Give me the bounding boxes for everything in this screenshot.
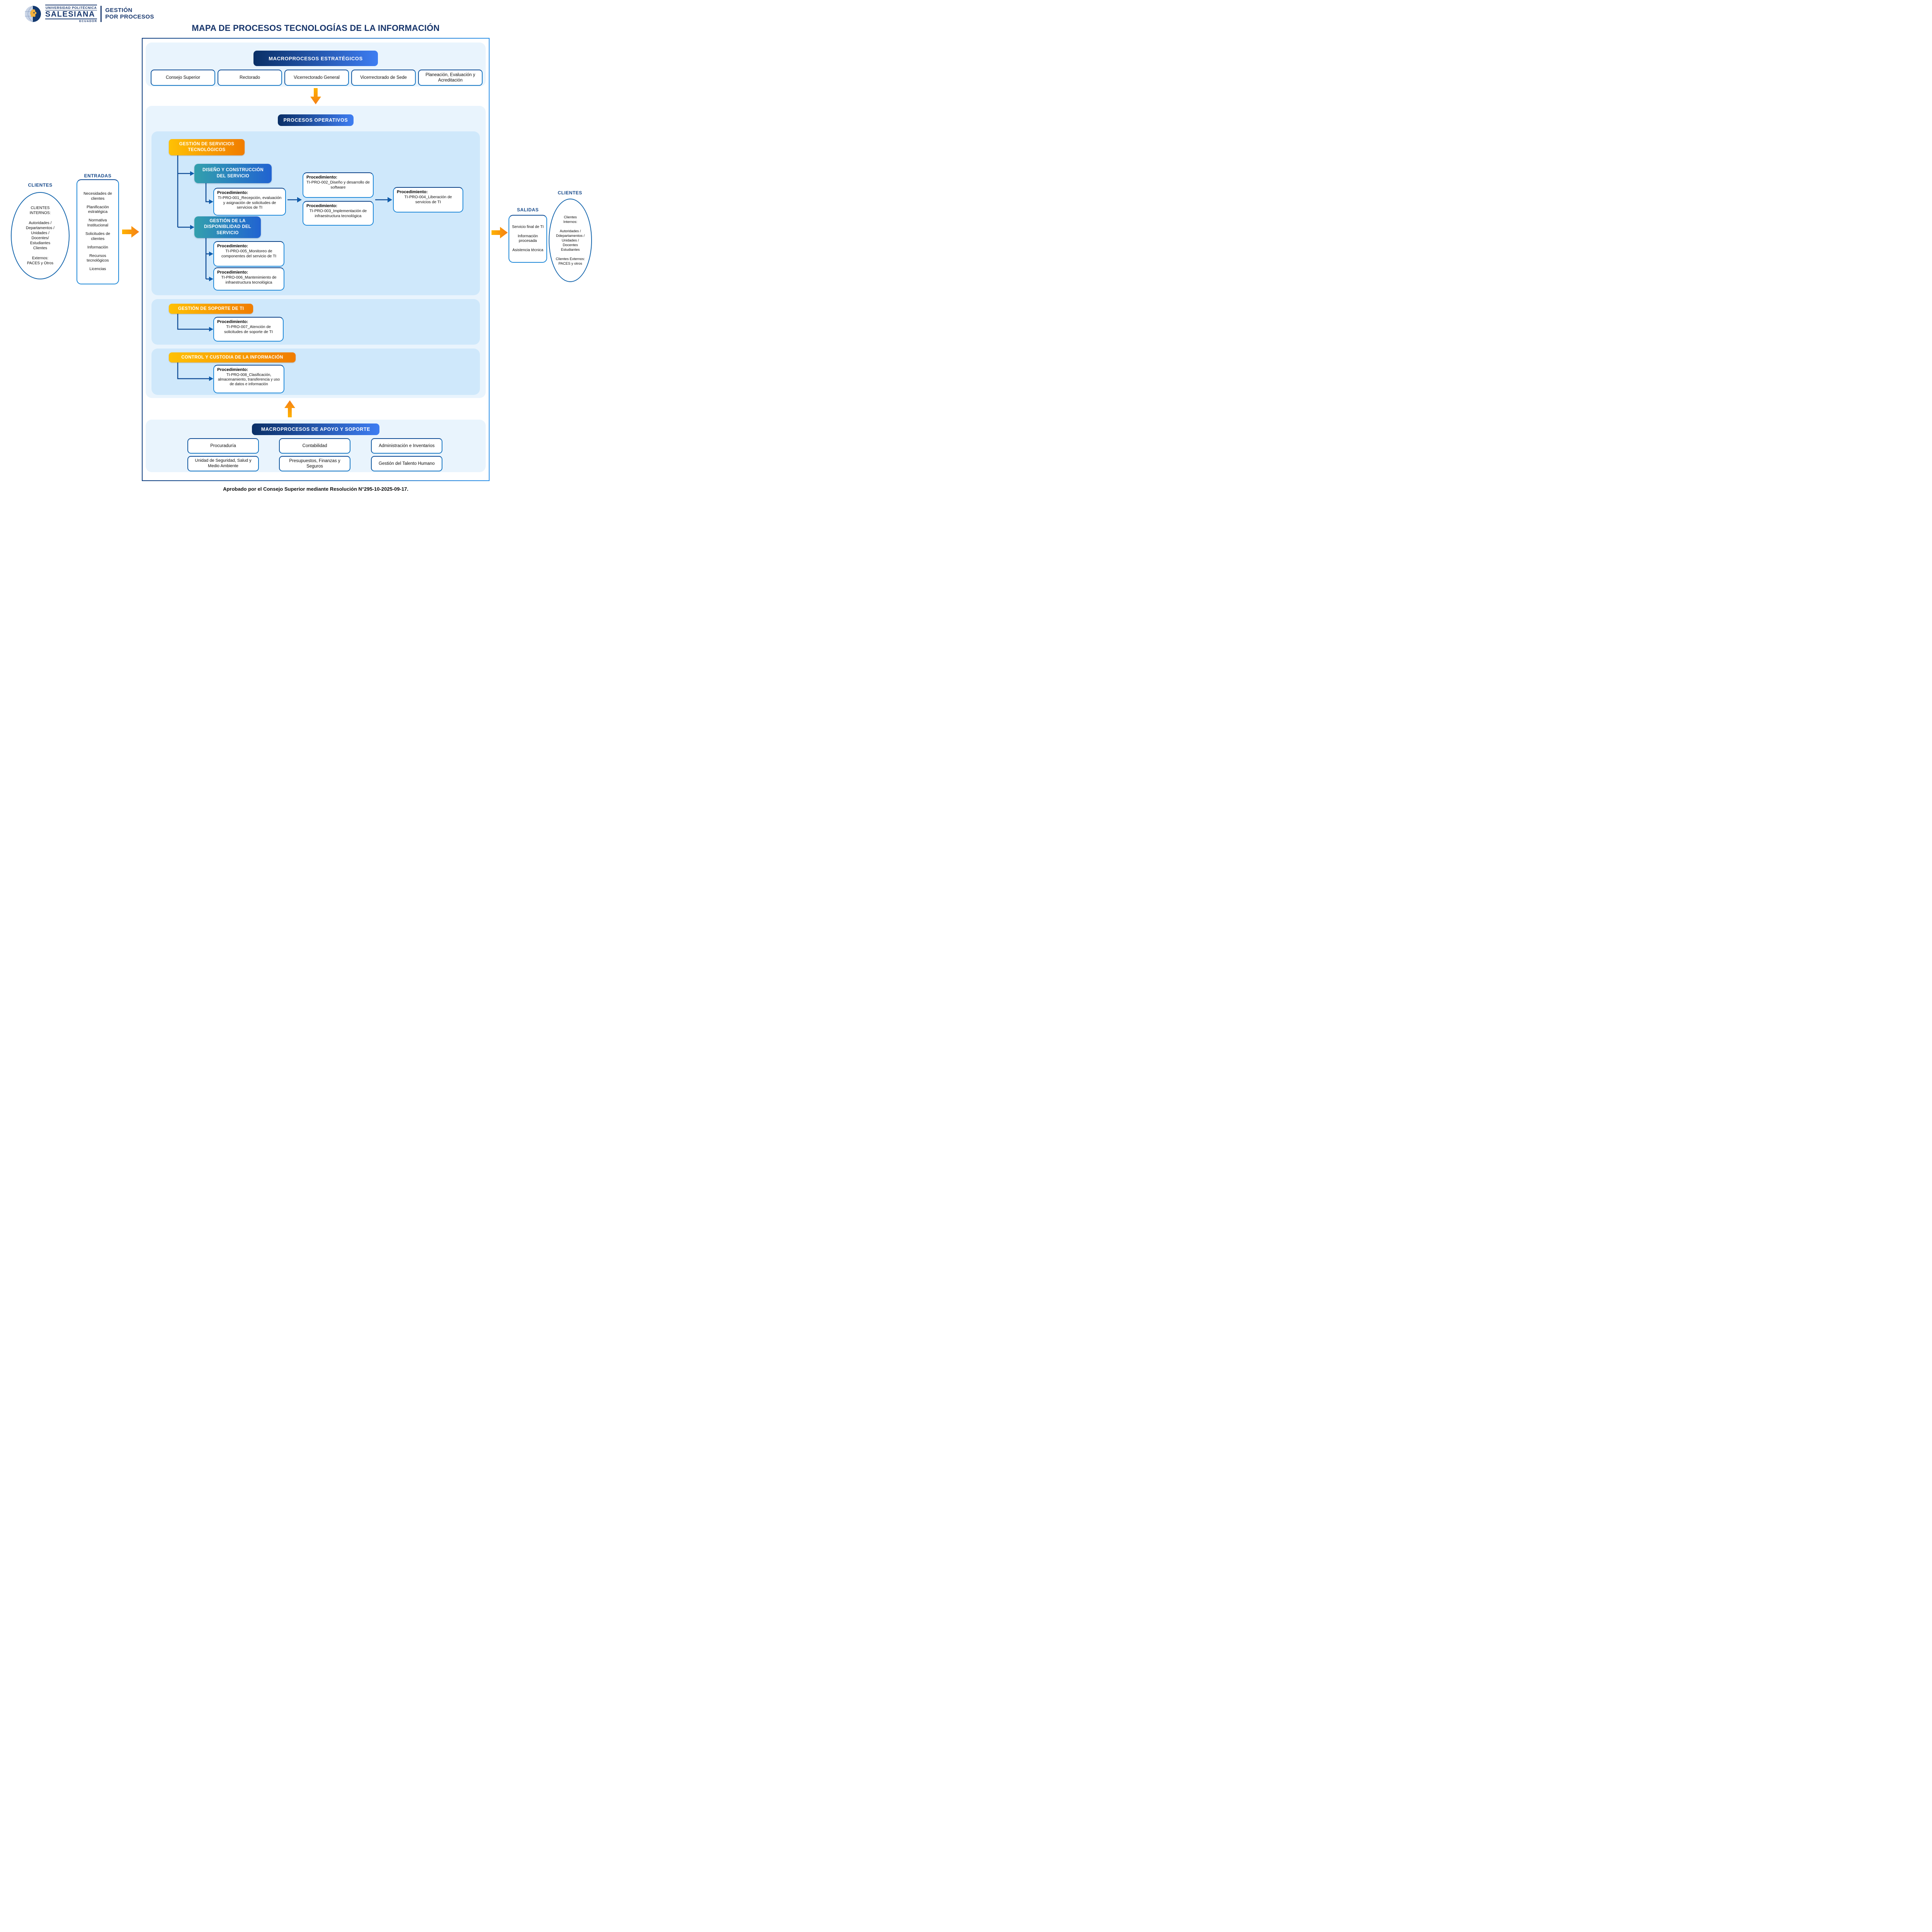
strategic-box-vicerrectorado-sede: Vicerrectorado de Sede bbox=[351, 70, 416, 86]
procedure-label: Procedimiento: bbox=[306, 204, 338, 208]
proc-card-ti-pro-004: Procedimiento: TI-PRO-004_Liberación de … bbox=[393, 187, 463, 213]
input-item: Normativa Institucional bbox=[87, 218, 109, 228]
outputs-box: Servicio final de TI Información procesa… bbox=[509, 215, 547, 263]
outputs-label: SALIDAS bbox=[517, 207, 539, 213]
procedure-text: TI-PRO-003_Implementación de infraestruc… bbox=[309, 209, 367, 218]
clients-right-label: CLIENTES bbox=[558, 190, 582, 196]
proc-card-ti-pro-007: Procedimiento: TI-PRO-007_Atención de so… bbox=[213, 317, 284, 342]
group-header-diseno: DISEÑO Y CONSTRUCCIÓN DEL SERVICIO bbox=[194, 164, 272, 183]
clients-right-text: Clientes Internos: Autoridades / Ddepart… bbox=[556, 215, 585, 266]
inputs-flow-arrow-icon bbox=[122, 226, 139, 238]
process-map-page: UNIVERSIDAD POLITÉCNICA SALESIANA ECUADO… bbox=[0, 0, 594, 498]
clients-left-text: CLIENTES INTERNOS: Autoridades / Departa… bbox=[26, 206, 54, 265]
procedure-text: TI-PRO-005_Monitoreo de componentes del … bbox=[221, 249, 277, 259]
input-item: Planificación estratégica bbox=[87, 205, 109, 214]
support-box-seguridad: Unidad de Seguridad, Salud y Medio Ambie… bbox=[187, 456, 259, 471]
university-name: SALESIANA bbox=[45, 10, 97, 19]
procedure-text: TI-PRO-004_Liberación de servicios de TI bbox=[404, 195, 452, 204]
strategic-box-rectorado: Rectorado bbox=[218, 70, 282, 86]
inputs-box: Necesidades de clientes Planificación es… bbox=[77, 179, 119, 284]
ups-logo: UNIVERSIDAD POLITÉCNICA SALESIANA ECUADO… bbox=[24, 5, 154, 23]
outputs-flow-arrow-icon bbox=[492, 227, 508, 238]
group-header-soporte: GESTIÓN DE SOPORTE DE TI bbox=[169, 304, 253, 314]
clients-left-label: CLIENTES bbox=[28, 182, 53, 188]
logo-divider bbox=[100, 5, 102, 22]
proc-card-ti-pro-001: Procedimiento: TI-PRO-001_Recepción, eva… bbox=[213, 188, 286, 216]
university-line: UNIVERSIDAD POLITÉCNICA bbox=[45, 5, 97, 10]
ups-globe-icon bbox=[24, 5, 41, 22]
strategic-box-vicerrectorado-general: Vicerrectorado General bbox=[284, 70, 349, 86]
brand-line1: GESTIÓN bbox=[105, 7, 133, 14]
page-title: MAPA DE PROCESOS TECNOLOGÍAS DE LA INFOR… bbox=[192, 23, 440, 33]
procedure-label: Procedimiento: bbox=[217, 367, 248, 372]
input-item: Solicitudes de clientes bbox=[85, 232, 111, 241]
strategic-box-consejo-superior: Consejo Superior bbox=[151, 70, 215, 86]
procedure-label: Procedimiento: bbox=[397, 190, 428, 194]
support-box-contabilidad: Contabilidad bbox=[279, 438, 350, 454]
proc-card-ti-pro-002: Procedimiento: TI-PRO-002_Diseño y desar… bbox=[303, 172, 374, 198]
ups-logo-text: UNIVERSIDAD POLITÉCNICA SALESIANA ECUADO… bbox=[45, 5, 97, 23]
inputs-label: ENTRADAS bbox=[84, 173, 112, 179]
procedure-text: TI-PRO-002_Diseño y desarrollo de softwa… bbox=[306, 180, 370, 190]
group-header-control: CONTROL Y CUSTODIA DE LA INFORMACIÓN bbox=[169, 352, 296, 362]
support-box-administracion: Administración e Inventarios bbox=[371, 438, 442, 454]
input-item: Recursos tecnológicos bbox=[87, 253, 109, 263]
support-box-procuraduria: Procuraduría bbox=[187, 438, 259, 454]
proc-card-ti-pro-005: Procedimiento: TI-PRO-005_Monitoreo de c… bbox=[213, 241, 284, 267]
operative-pill: PROCESOS OPERATIVOS bbox=[278, 114, 354, 126]
support-box-talento-humano: Gestión del Talento Humano bbox=[371, 456, 442, 471]
output-item: Servicio final de TI bbox=[512, 225, 544, 229]
group-header-servicios: GESTIÓN DE SERVICIOS TECNOLÓGICOS bbox=[169, 139, 245, 155]
procedure-text: TI-PRO-008_Clasificación, almacenamiento… bbox=[218, 373, 280, 386]
brand-line2: POR PROCESOS bbox=[105, 13, 154, 20]
proc-card-ti-pro-008: Procedimiento: TI-PRO-008_Clasificación,… bbox=[213, 365, 284, 393]
support-pill: MACROPROCESOS DE APOYO Y SOPORTE bbox=[252, 423, 379, 435]
output-item: Información procesada bbox=[517, 234, 538, 243]
procedure-text: TI-PRO-006_Mantenimiento de infraestruct… bbox=[221, 276, 277, 285]
procedure-text: TI-PRO-007_Atención de solicitudes de so… bbox=[224, 325, 273, 334]
clients-left-ellipse: CLIENTES INTERNOS: Autoridades / Departa… bbox=[11, 192, 70, 279]
proc-card-ti-pro-006: Procedimiento: TI-PRO-006_Mantenimiento … bbox=[213, 267, 284, 291]
procedure-label: Procedimiento: bbox=[217, 244, 248, 248]
proc-card-ti-pro-003: Procedimiento: TI-PRO-003_Implementación… bbox=[303, 201, 374, 226]
procedure-label: Procedimiento: bbox=[217, 320, 248, 324]
university-country: ECUADOR bbox=[79, 19, 97, 23]
input-item: Licencias bbox=[89, 267, 106, 272]
output-item: Asistencia técnica bbox=[512, 248, 544, 252]
procedure-label: Procedimiento: bbox=[217, 270, 248, 275]
clients-right-ellipse: Clientes Internos: Autoridades / Ddepart… bbox=[549, 199, 592, 282]
support-box-presupuestos: Presupuestos, Finanzas y Seguros bbox=[279, 456, 350, 471]
procedure-text: TI-PRO-001_Recepción, evaluación y asign… bbox=[218, 196, 282, 210]
approval-note: Aprobado por el Consejo Superior mediant… bbox=[223, 486, 408, 492]
logo-brand: GESTIÓN POR PROCESOS bbox=[105, 7, 154, 20]
procedure-label: Procedimiento: bbox=[217, 190, 248, 195]
strategic-pill: MACROPROCESOS ESTRATÉGICOS bbox=[253, 51, 378, 66]
input-item: Información bbox=[87, 245, 108, 250]
input-item: Necesidades de clientes bbox=[83, 191, 112, 201]
strategic-box-planeacion: Planeación, Evaluación y Acreditación bbox=[418, 70, 483, 86]
procedure-label: Procedimiento: bbox=[306, 175, 338, 180]
group-header-disponibilidad: GESTIÓN DE LA DISPONIBLIDAD DEL SERVICIO bbox=[194, 216, 261, 238]
